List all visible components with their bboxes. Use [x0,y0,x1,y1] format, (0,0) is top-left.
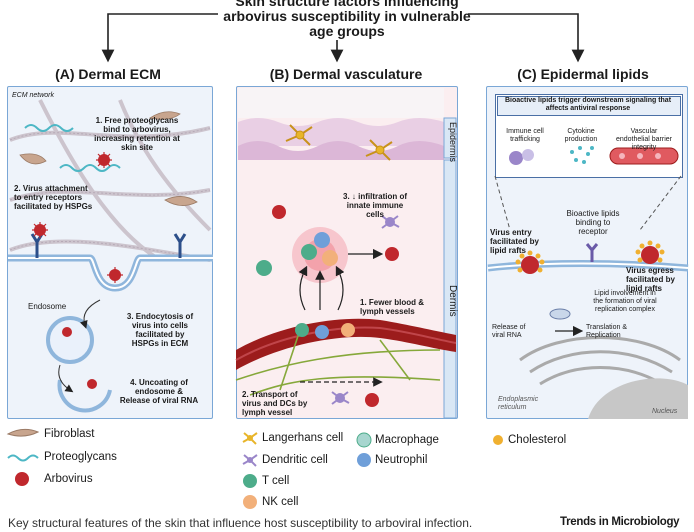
panel-a-title: (A) Dermal ECM [55,66,161,82]
legend-proteoglycans: Proteoglycans [44,451,117,463]
panel-b-step-2: 2. Transport of virus and DCs by lymph v… [242,390,308,417]
virus-egress-label: Virus egress facilitated by lipid rafts [626,266,675,293]
panel-b-step-1: 1. Fewer blood & lymph vessels [360,298,425,316]
panel-b-title: (B) Dermal vasculature [269,66,423,82]
legend-langerhans: Langerhans cell [262,432,344,444]
bioactive-binding-label: Bioactive lipids binding to receptor [566,209,620,236]
dermis-label: Dermis [447,285,458,317]
bioactive-lipids-header [497,96,681,116]
arbovirus-icon [15,472,29,486]
nkcell-icon [243,495,257,509]
legend-tcell: T cell [262,475,290,487]
cholesterol-icon [493,435,503,445]
journal-brand: Trends in Microbiology [560,516,680,528]
title-line-3: age groups [309,23,385,39]
legend-arbovirus: Arbovirus [44,473,93,485]
langerhans-icon [242,432,258,445]
panel-a-step-3: 3. Endocytosis of virus into cells facil… [126,312,194,348]
virus-entry-label: Virus entry facilitated by lipid rafts [490,228,539,255]
proteoglycans-icon [7,454,39,462]
legend-cholesterol: Cholesterol [508,434,567,446]
fibroblast-icon [6,428,40,437]
panel-b-step-3: 3. ↓ infiltration of innate immune cells [343,192,407,219]
legend-neutrophil: Neutrophil [375,454,428,466]
immune-trafficking-label: Immune cell trafficking [506,128,544,143]
panel-a-step-2: 2. Virus attachment to entry receptors f… [14,184,93,211]
title-line-2: arbovirus susceptibility in vulnerable [223,8,471,24]
lipid-involvement-label: Lipid involvement in the formation of vi… [593,290,657,313]
er-label: Endoplasmic reticulum [498,396,539,411]
nucleus-label: Nucleus [652,408,678,415]
legend-dendritic: Dendritic cell [262,454,328,466]
translation-replication-label: Translation & Replication [586,324,627,339]
panel-a-step-1: 1. Free proteoglycans bind to arbovirus,… [94,116,180,152]
title-line-1: Skin structure factors influencing [235,0,459,9]
legend-macrophage: Macrophage [375,434,439,446]
vascular-integrity-label: Vascular endothelial barrier integrity [615,128,673,151]
epidermis-label: Epidermis [448,122,458,163]
panel-a-step-4: 4. Uncoating of endosome & Release of vi… [119,378,199,405]
ecm-network-label: ECM network [12,92,55,99]
figure-title: Skin structure factors influencing arbov… [0,0,694,39]
bioactive-box-title: Bioactive lipids trigger downstream sign… [504,97,672,112]
figure-caption: Key structural features of the skin that… [8,516,473,530]
macrophage-icon [356,432,372,448]
dendritic-icon [242,454,258,467]
tcell-icon [243,474,257,488]
cytokine-production-label: Cytokine production [564,128,598,143]
panel-c-title: (C) Epidermal lipids [517,66,649,82]
legend-fibroblast: Fibroblast [44,428,95,440]
legend-nkcell: NK cell [262,496,299,508]
viral-rna-release-label: Release of viral RNA [492,324,526,339]
neutrophil-icon [357,453,371,467]
endosome-label: Endosome [28,302,67,311]
